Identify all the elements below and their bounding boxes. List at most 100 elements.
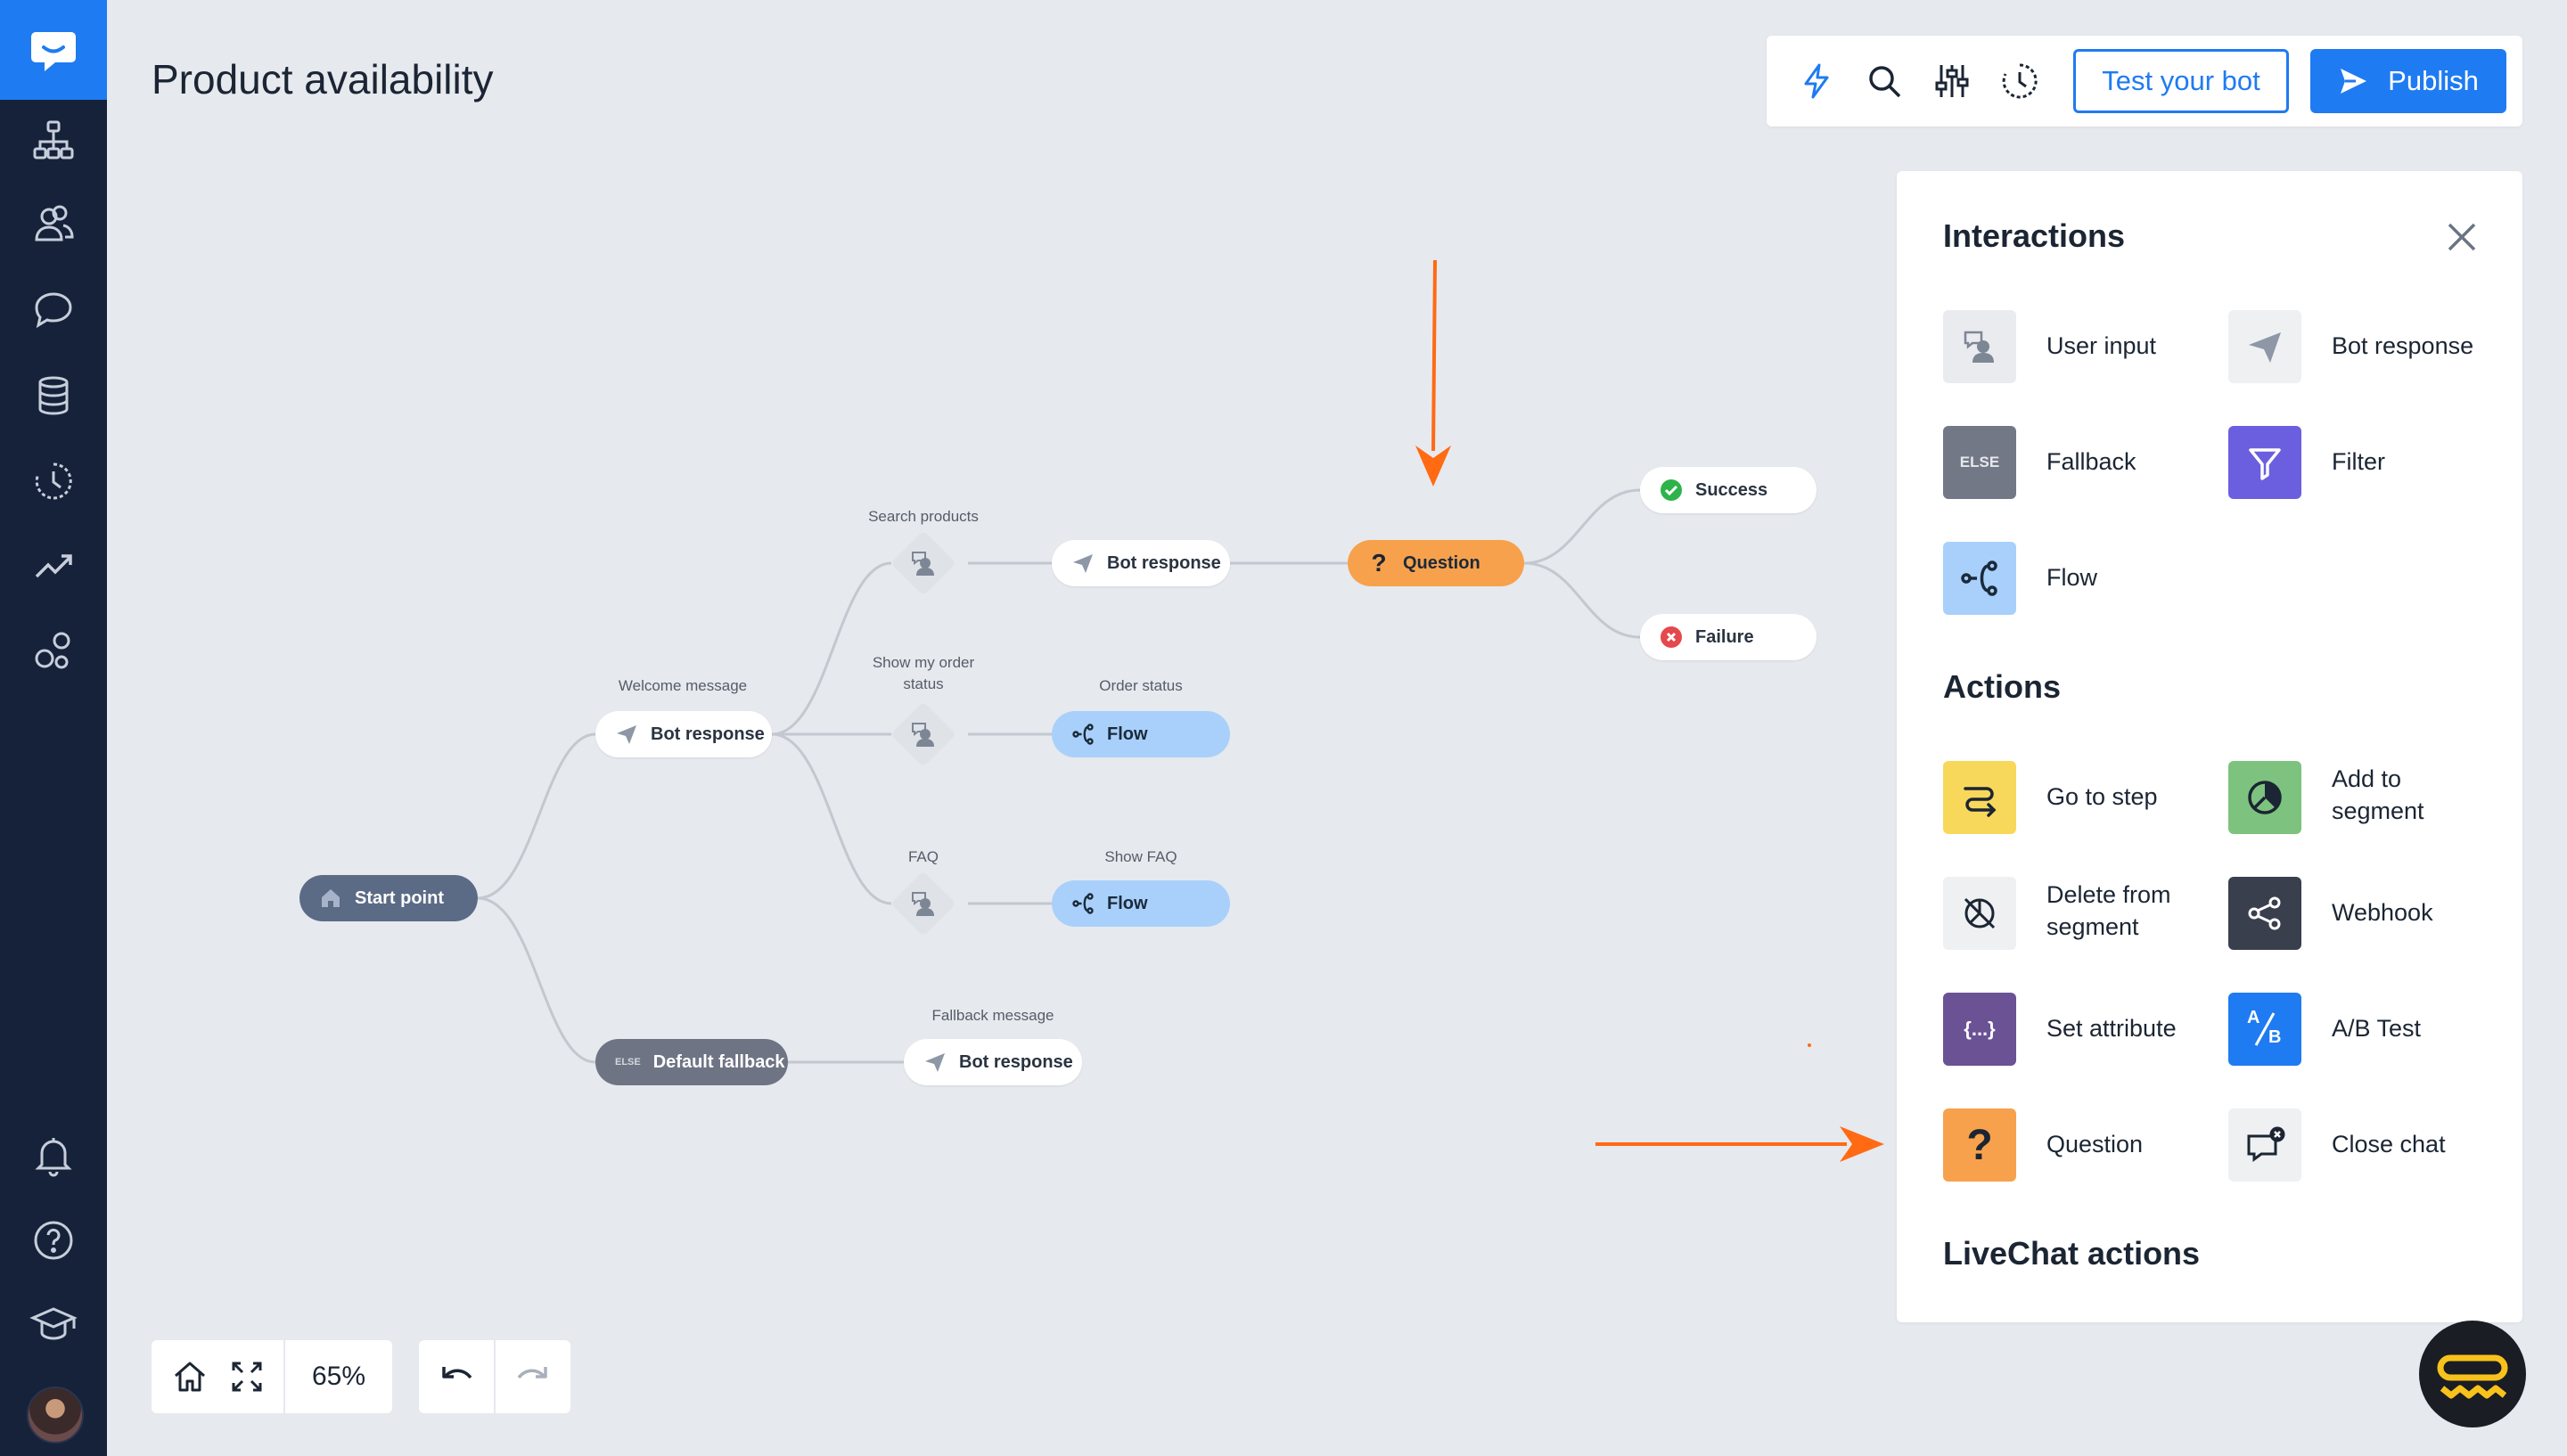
- search-bot-response-node[interactable]: Bot response: [1052, 540, 1230, 586]
- bot-response-label: Bot response: [2332, 332, 2474, 359]
- history-icon[interactable]: [23, 451, 84, 511]
- publish-button[interactable]: Publish: [2310, 49, 2506, 113]
- close-chat-tile[interactable]: [2228, 1108, 2301, 1182]
- delete-from-segment-tile[interactable]: [1943, 877, 2016, 950]
- user-input-icon: [1964, 331, 1994, 363]
- flow-label: Flow: [2046, 564, 2098, 591]
- bell-icon[interactable]: [23, 1125, 84, 1185]
- set-attribute-tile[interactable]: {...}: [1943, 993, 2016, 1066]
- close-icon[interactable]: [2440, 216, 2483, 258]
- delete-from-segment-label: Delete from segment: [2046, 881, 2171, 940]
- default-fallback-node[interactable]: ELSE Default fallback: [595, 1039, 788, 1085]
- ab-test-icon: A B: [2247, 1008, 2282, 1047]
- flow-icon: [1072, 893, 1094, 914]
- fallback-bot-response-node[interactable]: Bot response: [904, 1039, 1082, 1085]
- failure-node[interactable]: Failure: [1640, 614, 1817, 660]
- segment-icon: [2248, 781, 2282, 814]
- else-icon: ELSE: [615, 1057, 641, 1067]
- order-status-label: Order status: [1099, 677, 1183, 694]
- home-icon[interactable]: [171, 1358, 209, 1395]
- flow-icon: [1072, 724, 1094, 745]
- search-icon[interactable]: [1861, 58, 1907, 104]
- go-to-step-label: Go to step: [2046, 783, 2158, 810]
- else-icon: ELSE: [1959, 454, 2000, 470]
- order-flow-node[interactable]: Flow: [1052, 711, 1230, 757]
- search-products-label: Search products: [868, 508, 979, 525]
- zoom-level[interactable]: 65%: [311, 1362, 366, 1391]
- start-point-node[interactable]: Start point: [299, 875, 478, 921]
- user-input-icon: [912, 892, 934, 916]
- flow-tile[interactable]: [1943, 542, 2016, 615]
- chat-bubble-icon[interactable]: [23, 280, 84, 340]
- bot-response-tile[interactable]: [2228, 310, 2301, 383]
- show-faq-label: Show FAQ: [1104, 848, 1177, 865]
- user-input-icon: [912, 723, 934, 747]
- send-icon: [2341, 69, 2367, 94]
- avatar[interactable]: [27, 1386, 84, 1444]
- actions-title: Actions: [1943, 668, 2062, 705]
- check-circle-icon: [1661, 479, 1682, 501]
- graduation-cap-icon[interactable]: [23, 1294, 84, 1354]
- x-circle-icon: [1661, 626, 1682, 648]
- paper-plane-icon: [2249, 332, 2281, 363]
- lightning-icon[interactable]: [1793, 58, 1840, 104]
- webhook-tile[interactable]: [2228, 877, 2301, 950]
- success-node[interactable]: Success: [1640, 467, 1817, 513]
- paper-plane-icon: [1073, 554, 1093, 573]
- home-icon: [322, 889, 340, 907]
- flow-icon: [1961, 560, 1997, 596]
- user-input-label: User input: [2046, 332, 2157, 359]
- database-icon[interactable]: [23, 365, 84, 426]
- toolbar: Test your bot Publish: [1767, 36, 2522, 127]
- question-label: Question: [2046, 1131, 2144, 1157]
- webhook-icon: [2248, 896, 2281, 930]
- interactions-panel: Interactions User input Bot response ELS…: [1897, 171, 2522, 1322]
- delete-segment-icon: [1964, 897, 1996, 929]
- fallback-label: Fallback: [2046, 448, 2136, 475]
- fallback-message-label: Fallback message: [931, 1007, 1054, 1024]
- faq-flow-node[interactable]: Flow: [1052, 880, 1230, 927]
- undo-icon[interactable]: [439, 1358, 476, 1395]
- livechat-actions-title: LiveChat actions: [1943, 1235, 2201, 1272]
- add-to-segment-label: Add to segment: [2332, 765, 2424, 824]
- user-input-tile[interactable]: [1943, 310, 2016, 383]
- help-widget-button[interactable]: [2419, 1321, 2526, 1427]
- redo-icon[interactable]: [513, 1358, 551, 1395]
- show-order-status-label: Show my order status: [872, 654, 975, 692]
- publish-label: Publish: [2388, 65, 2479, 96]
- history-controls: [419, 1340, 570, 1413]
- question-node[interactable]: ? Question: [1348, 540, 1524, 586]
- help-icon[interactable]: [23, 1210, 84, 1271]
- test-bot-button[interactable]: Test your bot: [2073, 49, 2289, 113]
- ab-test-tile[interactable]: A B: [2228, 993, 2301, 1066]
- close-chat-label: Close chat: [2332, 1131, 2446, 1157]
- welcome-bot-response-node[interactable]: Bot response: [595, 711, 772, 757]
- chat-logo-icon[interactable]: [0, 0, 107, 100]
- set-attribute-label: Set attribute: [2046, 1015, 2177, 1042]
- welcome-message-label: Welcome message: [618, 677, 748, 694]
- history-icon[interactable]: [1997, 58, 2043, 104]
- divider: [494, 1340, 496, 1413]
- sliders-icon[interactable]: [1929, 58, 1975, 104]
- bubbles-icon[interactable]: [23, 620, 84, 681]
- fit-screen-icon[interactable]: [228, 1358, 266, 1395]
- filter-label: Filter: [2332, 448, 2385, 475]
- fallback-tile[interactable]: ELSE: [1943, 426, 2016, 499]
- question-icon: ?: [1371, 549, 1387, 577]
- ab-test-label: A/B Test: [2332, 1015, 2422, 1042]
- braces-icon: {...}: [1964, 1018, 1996, 1040]
- sitemap-icon[interactable]: [23, 110, 84, 171]
- sidebar: [0, 0, 107, 1456]
- user-input-icon: [912, 552, 934, 576]
- zoom-controls: 65%: [152, 1340, 392, 1413]
- paper-plane-icon: [617, 725, 636, 744]
- go-to-step-tile[interactable]: [1943, 761, 2016, 834]
- question-tile[interactable]: ?: [1943, 1108, 2016, 1182]
- faq-label: FAQ: [907, 848, 939, 865]
- trending-icon[interactable]: [23, 535, 84, 595]
- add-to-segment-tile[interactable]: [2228, 761, 2301, 834]
- filter-tile[interactable]: [2228, 426, 2301, 499]
- users-icon[interactable]: [23, 194, 84, 255]
- interactions-title: Interactions: [1943, 217, 2126, 254]
